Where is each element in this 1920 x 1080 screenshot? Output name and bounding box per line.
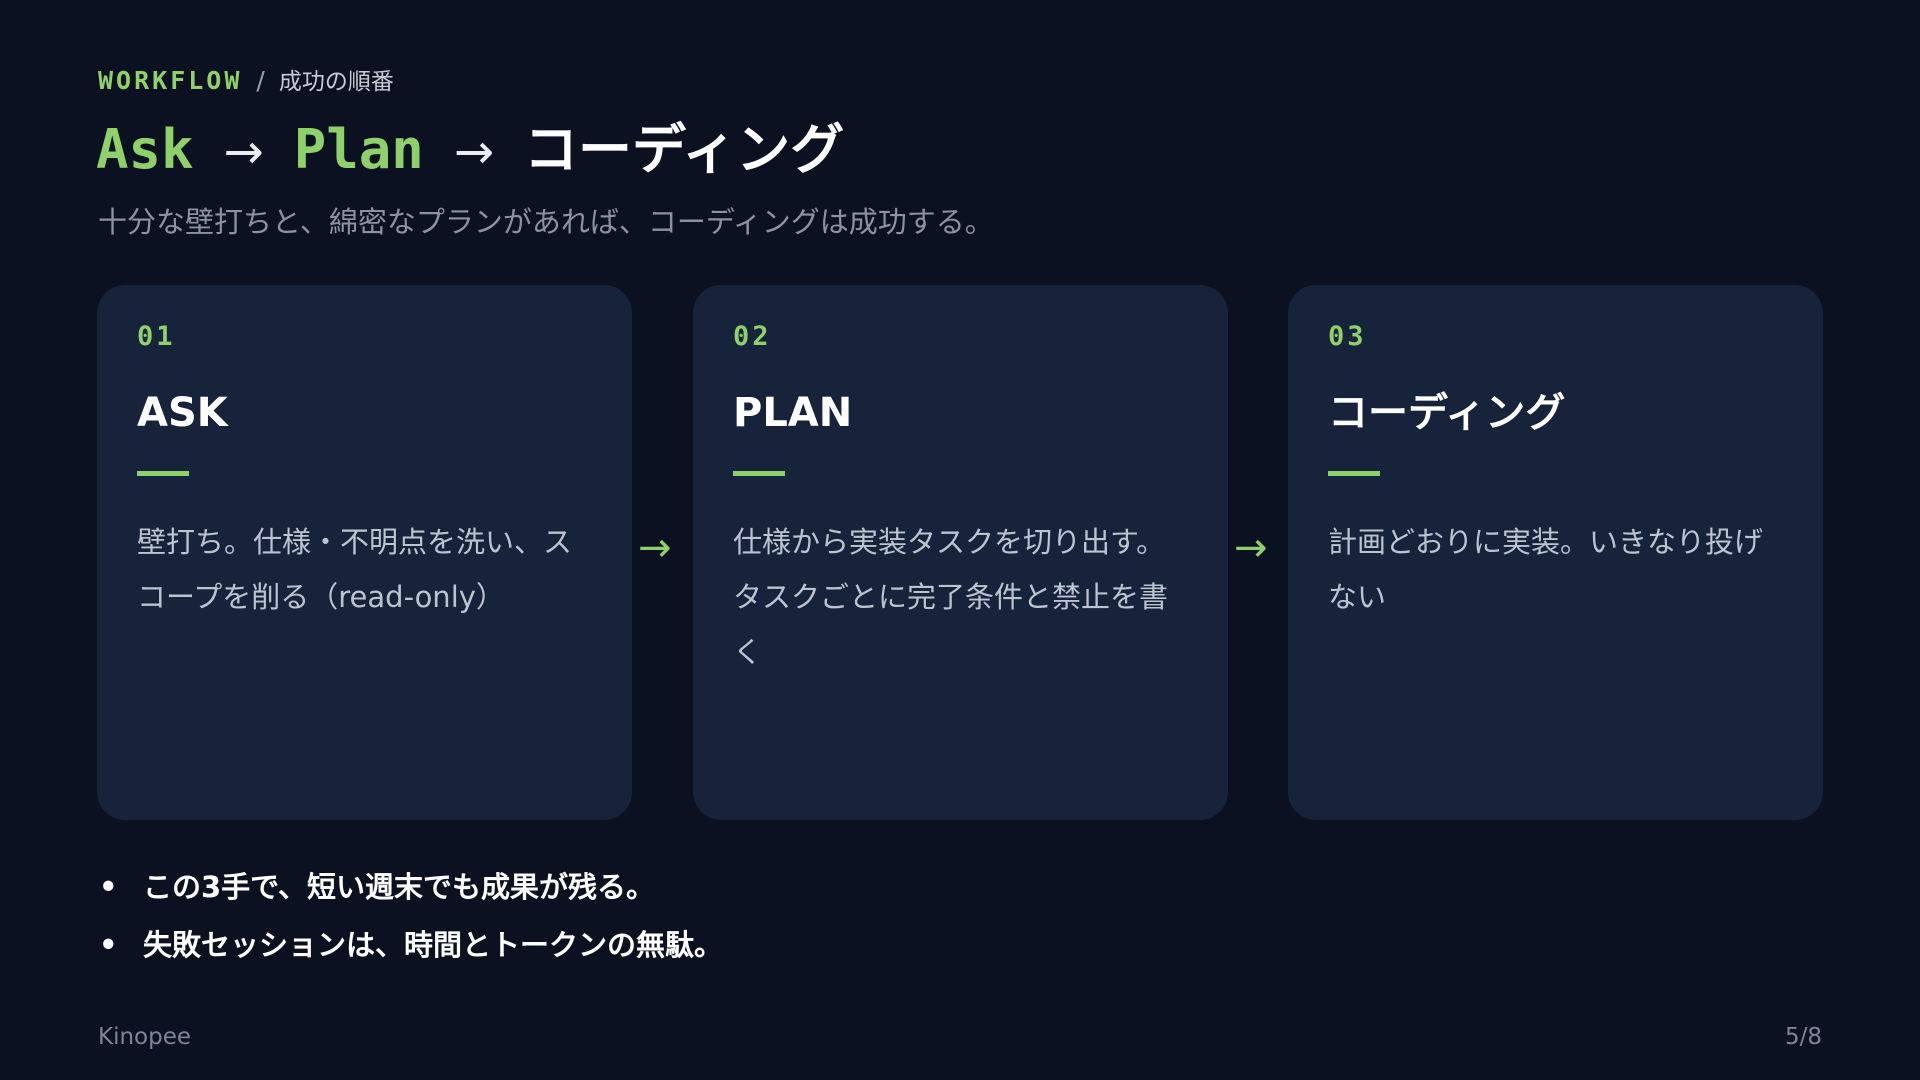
step-description: 壁打ち。仕様・不明点を洗い、スコープを削る（read-only） — [137, 525, 573, 614]
list-item-text: 失敗セッションは、時間とトークンの無駄。 — [143, 928, 724, 962]
eyebrow-separator: / — [256, 66, 265, 95]
section-subtitle: 成功の順番 — [278, 69, 394, 95]
step-number: 01 — [137, 321, 176, 352]
accent-rule — [733, 471, 785, 476]
step-card-coding: 03 コーディング 計画どおりに実装。いきなり投げない — [1288, 285, 1823, 820]
accent-rule — [137, 471, 189, 476]
step-number: 02 — [733, 321, 772, 352]
step-description: 仕様から実装タスクを切り出す。タスクごとに完了条件と禁止を書く — [733, 525, 1169, 669]
title-arrow-right-icon: → — [223, 124, 264, 180]
step-description: 計画どおりに実装。いきなり投げない — [1328, 525, 1764, 614]
title-step-plan: Plan — [293, 118, 424, 181]
bullet-icon: • — [99, 870, 118, 904]
eyebrow: WORKFLOW / 成功の順番 — [98, 64, 394, 99]
lead-text: 十分な壁打ちと、綿密なプランがあれば、コーディングは成功する。 — [98, 205, 994, 239]
flow-arrow-icon: → — [638, 525, 672, 571]
step-title: コーディング — [1328, 390, 1566, 436]
step-card-ask: 01 ASK 壁打ち。仕様・不明点を洗い、スコープを削る（read-only） — [97, 285, 632, 820]
footer-brand: Kinopee — [98, 1024, 192, 1050]
title-step-ask: Ask — [96, 118, 194, 181]
step-title: ASK — [137, 390, 228, 436]
list-item: • 失敗セッションは、時間とトークンの無駄。 — [97, 916, 723, 974]
step-card-plan: 02 PLAN 仕様から実装タスクを切り出す。タスクごとに完了条件と禁止を書く — [693, 285, 1228, 820]
title-arrow-right-icon: → — [453, 124, 495, 180]
takeaway-list: • この3手で、短い週末でも成果が残る。 • 失敗セッションは、時間とトークンの無駄… — [97, 858, 723, 974]
title-step-coding: コーディング — [524, 118, 845, 181]
list-item-text: この3手で、短い週末でも成果が残る。 — [143, 870, 656, 904]
list-item: • この3手で、短い週末でも成果が残る。 — [97, 858, 723, 916]
bullet-icon: • — [99, 928, 118, 962]
step-title: PLAN — [733, 390, 853, 436]
flow-arrow-icon: → — [1234, 525, 1268, 571]
page-title: Ask → Plan → コーディング — [96, 112, 844, 190]
section-kicker: WORKFLOW — [98, 66, 243, 95]
step-number: 03 — [1328, 321, 1367, 352]
page-number: 5/8 — [1784, 1024, 1822, 1050]
accent-rule — [1328, 471, 1380, 476]
